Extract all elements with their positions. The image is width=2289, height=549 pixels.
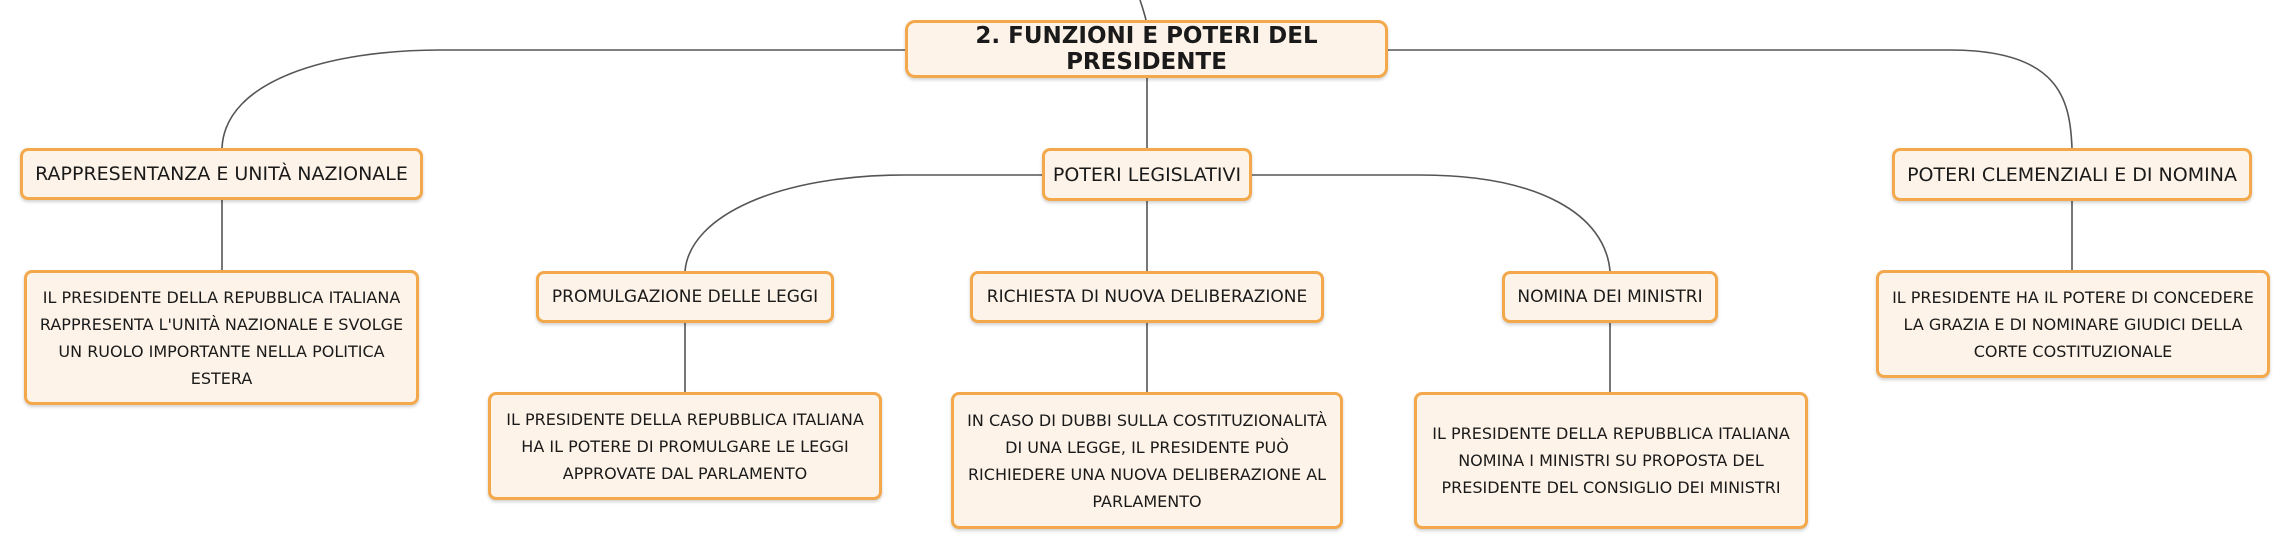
detail-promulgazione-text: IL PRESIDENTE DELLA REPUBBLICA ITALIANA … — [506, 409, 864, 483]
detail-rappresentanza[interactable]: IL PRESIDENTE DELLA REPUBBLICA ITALIANA … — [24, 270, 419, 405]
detail-richiesta-deliberazione[interactable]: IN CASO DI DUBBI SULLA COSTITUZIONALITÀ … — [951, 392, 1343, 529]
branch-poteri-clemenziali-label: POTERI CLEMENZIALI E DI NOMINA — [1907, 163, 2237, 186]
root-label: 2. FUNZIONI E POTERI DEL PRESIDENTE — [975, 23, 1318, 75]
detail-clemenziali-text: IL PRESIDENTE HA IL POTERE DI CONCEDERE … — [1892, 287, 2254, 361]
connector-legislativi-nomina — [1252, 174, 1611, 272]
child-richiesta-deliberazione[interactable]: RICHIESTA DI NUOVA DELIBERAZIONE — [970, 271, 1324, 323]
detail-richiesta-deliberazione-text: IN CASO DI DUBBI SULLA COSTITUZIONALITÀ … — [967, 410, 1327, 511]
child-nomina-ministri[interactable]: NOMINA DEI MINISTRI — [1502, 271, 1718, 323]
child-promulgazione-label: PROMULGAZIONE DELLE LEGGI — [551, 287, 819, 307]
child-promulgazione[interactable]: PROMULGAZIONE DELLE LEGGI — [536, 271, 834, 323]
detail-clemenziali[interactable]: IL PRESIDENTE HA IL POTERE DI CONCEDERE … — [1876, 270, 2270, 378]
connector-root-clemenziali — [1388, 49, 2073, 149]
connector-legislativi-promulgazione — [684, 174, 1042, 272]
child-nomina-ministri-label: NOMINA DEI MINISTRI — [1517, 287, 1703, 307]
detail-nomina-ministri[interactable]: IL PRESIDENTE DELLA REPUBBLICA ITALIANA … — [1414, 392, 1808, 529]
branch-poteri-clemenziali[interactable]: POTERI CLEMENZIALI E DI NOMINA — [1892, 148, 2252, 201]
detail-promulgazione[interactable]: IL PRESIDENTE DELLA REPUBBLICA ITALIANA … — [488, 392, 882, 500]
branch-poteri-legislativi-label: POTERI LEGISLATIVI — [1052, 163, 1242, 186]
branch-poteri-legislativi[interactable]: POTERI LEGISLATIVI — [1042, 148, 1252, 201]
connector-parent-root — [1139, 0, 1147, 21]
branch-rappresentanza[interactable]: RAPPRESENTANZA E UNITÀ NAZIONALE — [20, 148, 423, 200]
detail-rappresentanza-text: IL PRESIDENTE DELLA REPUBBLICA ITALIANA … — [39, 287, 404, 388]
detail-nomina-ministri-text: IL PRESIDENTE DELLA REPUBBLICA ITALIANA … — [1432, 424, 1790, 497]
child-richiesta-deliberazione-label: RICHIESTA DI NUOVA DELIBERAZIONE — [986, 287, 1308, 307]
branch-rappresentanza-label: RAPPRESENTANZA E UNITÀ NAZIONALE — [35, 163, 408, 185]
root-node[interactable]: 2. FUNZIONI E POTERI DEL PRESIDENTE — [905, 20, 1388, 78]
connector-root-rappresentanza — [221, 49, 905, 149]
